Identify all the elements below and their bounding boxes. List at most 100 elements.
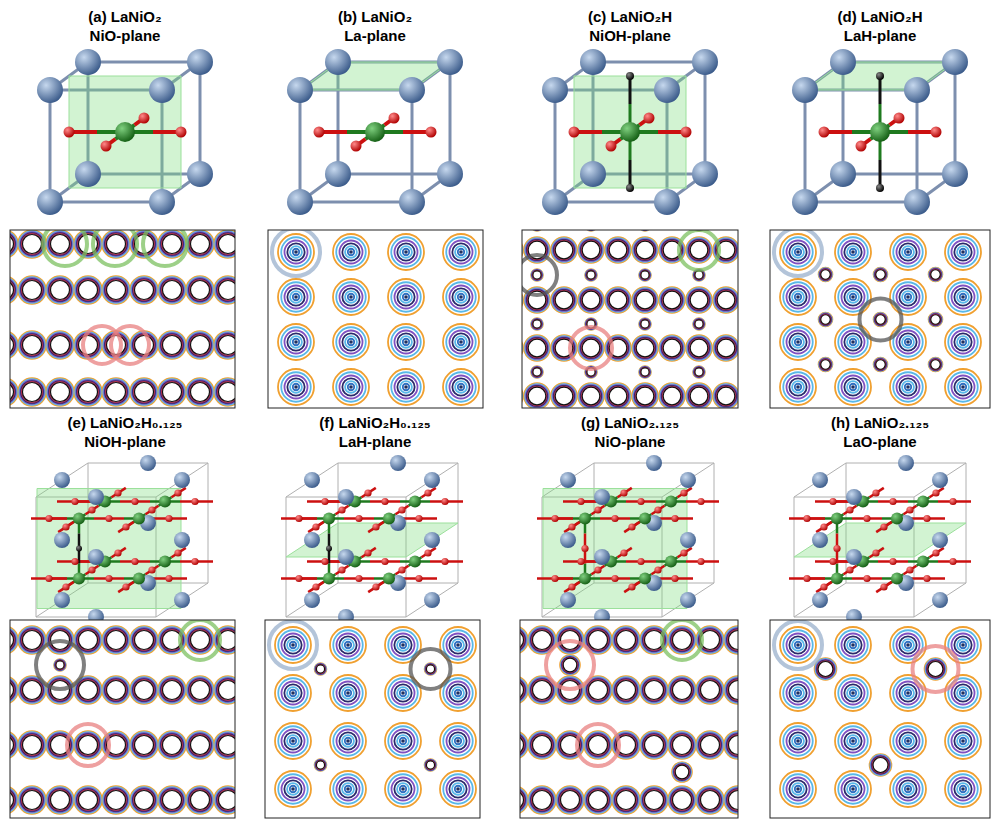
contour-line (162, 280, 182, 300)
contour-center (851, 340, 855, 344)
contour-line (449, 780, 466, 797)
contour-line (188, 628, 212, 652)
contour-line (134, 735, 154, 755)
contour-core (10, 382, 14, 401)
contour-line (688, 385, 710, 407)
contour-line (132, 380, 156, 404)
contour-line (394, 732, 411, 749)
contour-line (641, 732, 667, 758)
atom-sphere (426, 127, 437, 138)
contour-line (607, 239, 629, 261)
atom-sphere (917, 556, 929, 568)
contour-core (78, 790, 97, 809)
atom-sphere (628, 523, 635, 530)
contour-core (636, 387, 654, 405)
contour-line (532, 270, 542, 280)
contour-line (46, 331, 74, 359)
contour-line (284, 330, 307, 353)
contour-line (957, 246, 969, 258)
contour-line (47, 379, 73, 405)
contour-line (874, 313, 888, 327)
contour-line (686, 287, 712, 313)
contour-line (455, 690, 461, 696)
contour-line (587, 271, 596, 280)
contour-line (132, 278, 156, 302)
contour-line (106, 630, 126, 650)
contour-core (78, 630, 97, 649)
atom-sphere (863, 575, 870, 582)
contour-line (348, 294, 354, 300)
contour-line (49, 279, 71, 301)
contour-line (659, 383, 685, 408)
contour-line (190, 790, 210, 810)
atom-sphere (637, 558, 644, 565)
contour-line (10, 680, 14, 700)
contour-core (717, 291, 735, 309)
contour-line (214, 731, 235, 759)
contour-line (215, 277, 235, 303)
contour-line (188, 380, 212, 404)
contour-center (404, 250, 408, 254)
contour-line (218, 335, 235, 355)
contour-line (528, 786, 556, 814)
contour-line (131, 379, 157, 405)
contour-line (686, 237, 712, 263)
contour-line (449, 732, 466, 749)
atom-sphere (620, 122, 640, 142)
atom-sphere (665, 496, 677, 508)
contour-line (10, 234, 14, 254)
atom-sphere (577, 498, 584, 505)
contour-line (105, 789, 127, 811)
contour-line (77, 334, 99, 356)
contour-line (715, 337, 737, 359)
contour-line (78, 280, 98, 300)
contour-core (663, 387, 681, 405)
contour-center (349, 340, 353, 344)
contour-line (385, 771, 421, 807)
cell-edge (300, 201, 412, 204)
contour-line (10, 629, 15, 651)
contour-line (930, 314, 942, 326)
contour-line (189, 233, 211, 255)
contour-line (103, 332, 129, 358)
contour-line (693, 366, 705, 378)
cell-edge (50, 201, 162, 204)
contour-line (10, 678, 16, 702)
contour-line (333, 369, 369, 405)
contour-line (345, 336, 357, 348)
atom-sphere (620, 489, 627, 496)
bond (118, 582, 134, 592)
contour-line (403, 249, 409, 255)
atom-sphere (639, 573, 651, 585)
contour-line (50, 234, 70, 254)
lattice-plane (300, 62, 450, 90)
contour-line (520, 677, 527, 703)
supercell (281, 455, 463, 625)
lattice-plane (69, 76, 181, 188)
contour-line (452, 333, 469, 350)
contour-line (446, 327, 476, 357)
atom-sphere (174, 592, 190, 608)
contour-line (78, 790, 98, 810)
contour-line (158, 378, 186, 406)
contour-line (215, 231, 235, 257)
contour-line (689, 386, 710, 407)
contour-line (659, 335, 685, 361)
contour-line (635, 386, 656, 407)
atom-sphere (932, 549, 939, 556)
contour-line (342, 333, 359, 350)
contour-line (54, 659, 66, 671)
contour-core (162, 790, 181, 809)
contour-line (608, 290, 629, 311)
contour-line (425, 759, 437, 771)
atom-sphere (891, 513, 903, 525)
contour-core (22, 790, 41, 809)
contour-line (528, 387, 547, 406)
contour-line (945, 234, 981, 270)
contour-core (56, 661, 64, 669)
atom-sphere (846, 506, 853, 513)
contour-center (906, 295, 910, 299)
contour-line (158, 731, 186, 759)
contour-line (333, 726, 363, 756)
contour-line (551, 287, 577, 313)
